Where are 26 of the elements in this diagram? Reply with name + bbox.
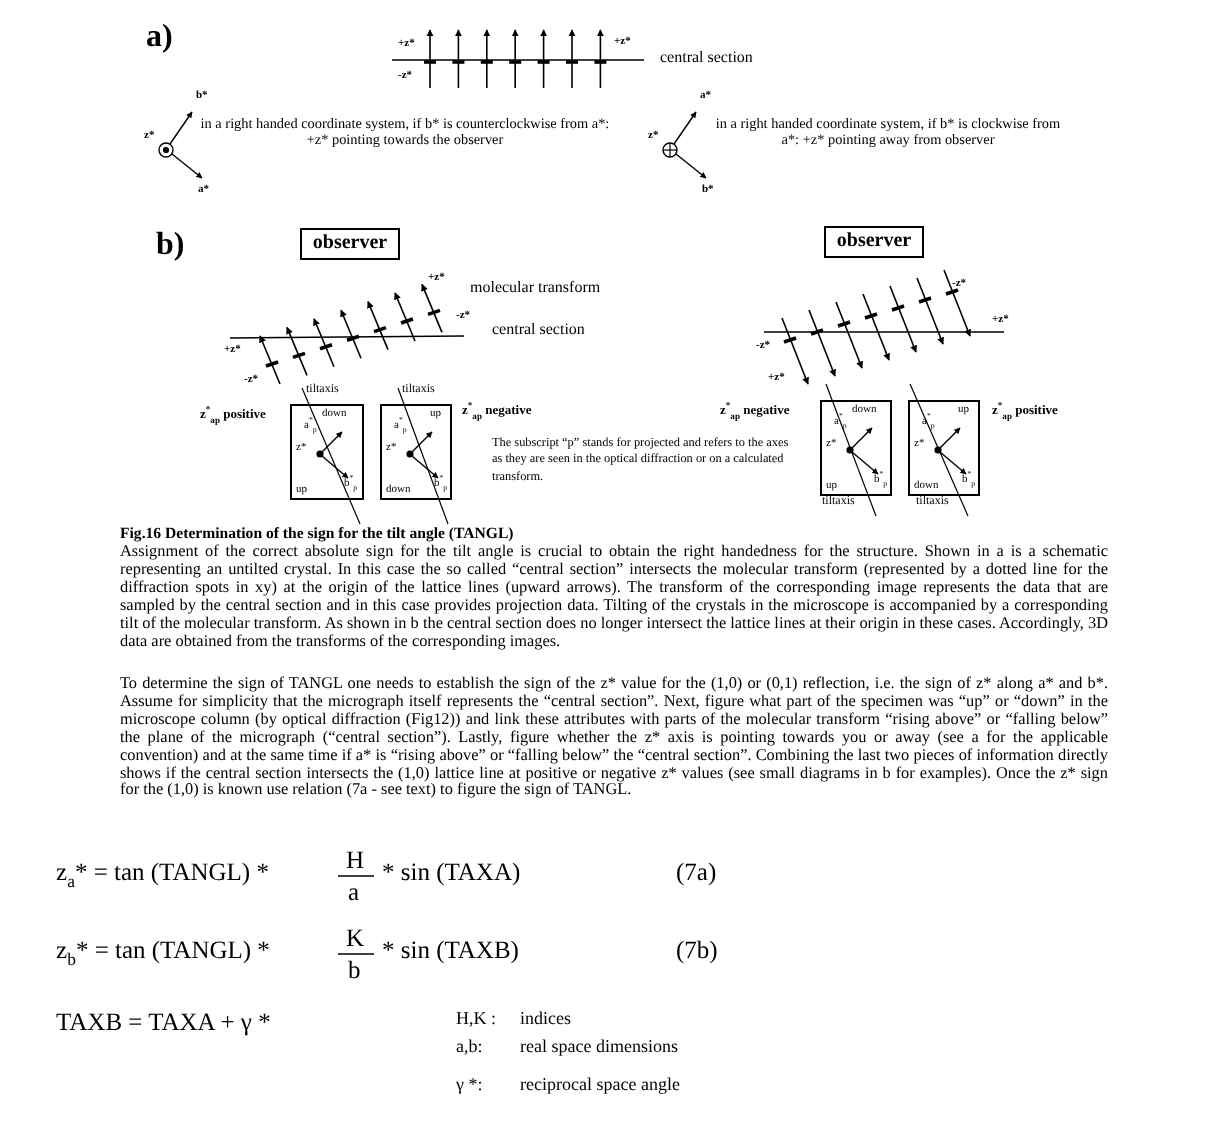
equation-number: (7b) bbox=[676, 938, 718, 966]
equation-text: z$_{a}$* = tan (TANGL) * bbox=[56, 860, 269, 888]
caption-paragraph: Assignment of the correct absolute sign for the tilt angle is crucial to obtain the right handedness for the structure. Shown in a is a schematic representing an untilted crystal. In this case the so called “central section” intersects the molecular transform (represented by a dotted line for the diffraction spots in xy) at the origin of the lattice lines (upward arrows). The transform of the corresponding image represents the data that are sampled by the central section and in this case provides projection data. Tilting of the crystals in the microscope is accompanied by a corresponding tilt of the molecular transform. As shown in b the central section does no longer intersect the lattice lines at their origin in these cases. Accordingly, 3D data are obtained from the transforms of the corresponding images. bbox=[120, 544, 1108, 651]
line-label: molecular transform bbox=[470, 280, 601, 298]
equation-text: z$_{b}$* = tan (TANGL) * bbox=[56, 938, 270, 966]
panel-label: a) bbox=[146, 20, 173, 56]
equation-text: * sin (TAXB) bbox=[382, 938, 519, 966]
panel-label: b) bbox=[156, 228, 185, 264]
definition-text: indices bbox=[520, 1010, 571, 1030]
equation-text: a bbox=[348, 880, 360, 908]
equation-text: TAXB = TAXA + γ * bbox=[56, 1010, 271, 1038]
symbol-label: γ *: bbox=[456, 1076, 483, 1096]
label-box: observer bbox=[824, 226, 924, 258]
caption-paragraph: To determine the sign of TANGL one needs to establish the sign of the z* value for the (1,0) or (0,1) reflection, i.e. the sign of z* along a* and b*. Assume for simplicity that the micrograph itself represents the “central section”. Next, figure what part of the specimen was “up” or “down” in the microscope column (by optical diffraction (Fig12)) and link these attributes with parts of the molecular transform “rising above” or “falling below” the plane of the micrograph (“central section”). Lastly, figure whether the z* axis is pointing towards you or away (see a for the applicable convention) and at the same time if a* is “rising above” or “falling below” the “central section”. Combining the last two pieces of information directly shows if the central section intersects the (1,0) lattice line at positive or negative z* values (see small diagrams in b for examples). Once the z* sign for the (1,0) is known use relation (7a - see text) to figure the sign of TANGL. bbox=[120, 676, 1108, 801]
definition-text: reciprocal space angle bbox=[520, 1076, 680, 1096]
definition-text: real space dimensions bbox=[520, 1038, 678, 1058]
symbol-label: H,K : bbox=[456, 1010, 496, 1030]
line-label: central section bbox=[660, 50, 753, 68]
equation-text: H bbox=[346, 848, 365, 876]
line-label: central section bbox=[492, 322, 585, 340]
equation-number: (7a) bbox=[676, 860, 717, 888]
equation-text: * sin (TAXA) bbox=[382, 860, 521, 888]
label-box: observer bbox=[300, 228, 400, 260]
equation-text: K bbox=[346, 926, 365, 954]
equation-text: b bbox=[348, 958, 361, 986]
symbol-label: a,b: bbox=[456, 1038, 483, 1058]
